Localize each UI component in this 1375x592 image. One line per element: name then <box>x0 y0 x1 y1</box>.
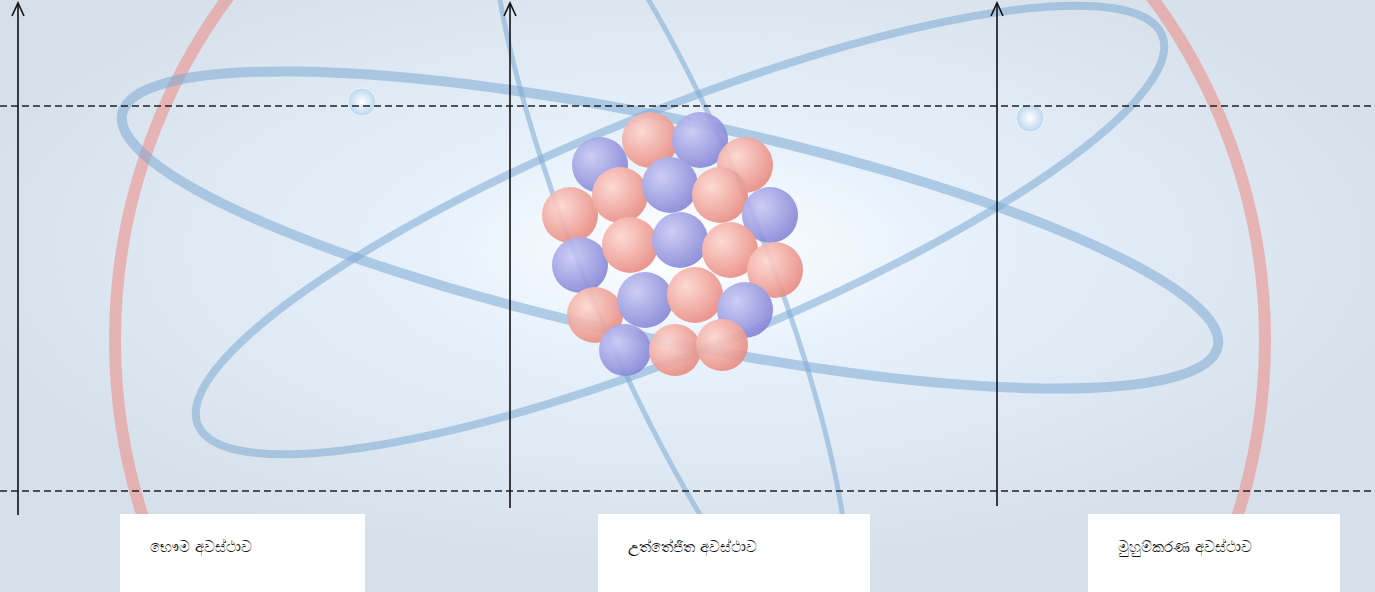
nucleus <box>542 112 803 376</box>
state-label-box: භෞම අවස්ථාව <box>120 514 365 592</box>
state-label: භෞම අවස්ථාව <box>150 538 252 556</box>
electron <box>348 88 376 116</box>
state-label-box: උත්තේජිත අවස්ථාව <box>598 514 870 592</box>
state-label: මුහුම්කරණ අවස්ථාව <box>1118 538 1252 556</box>
energy-axis-arrow <box>12 3 1003 515</box>
energy-level-line <box>0 106 1375 491</box>
orbits <box>99 0 1240 592</box>
state-label-box: මුහුම්කරණ අවස්ථාව <box>1088 514 1340 592</box>
electron <box>1016 104 1044 132</box>
ring <box>115 0 1265 592</box>
state-label: උත්තේජිත අවස්ථාව <box>628 538 757 556</box>
